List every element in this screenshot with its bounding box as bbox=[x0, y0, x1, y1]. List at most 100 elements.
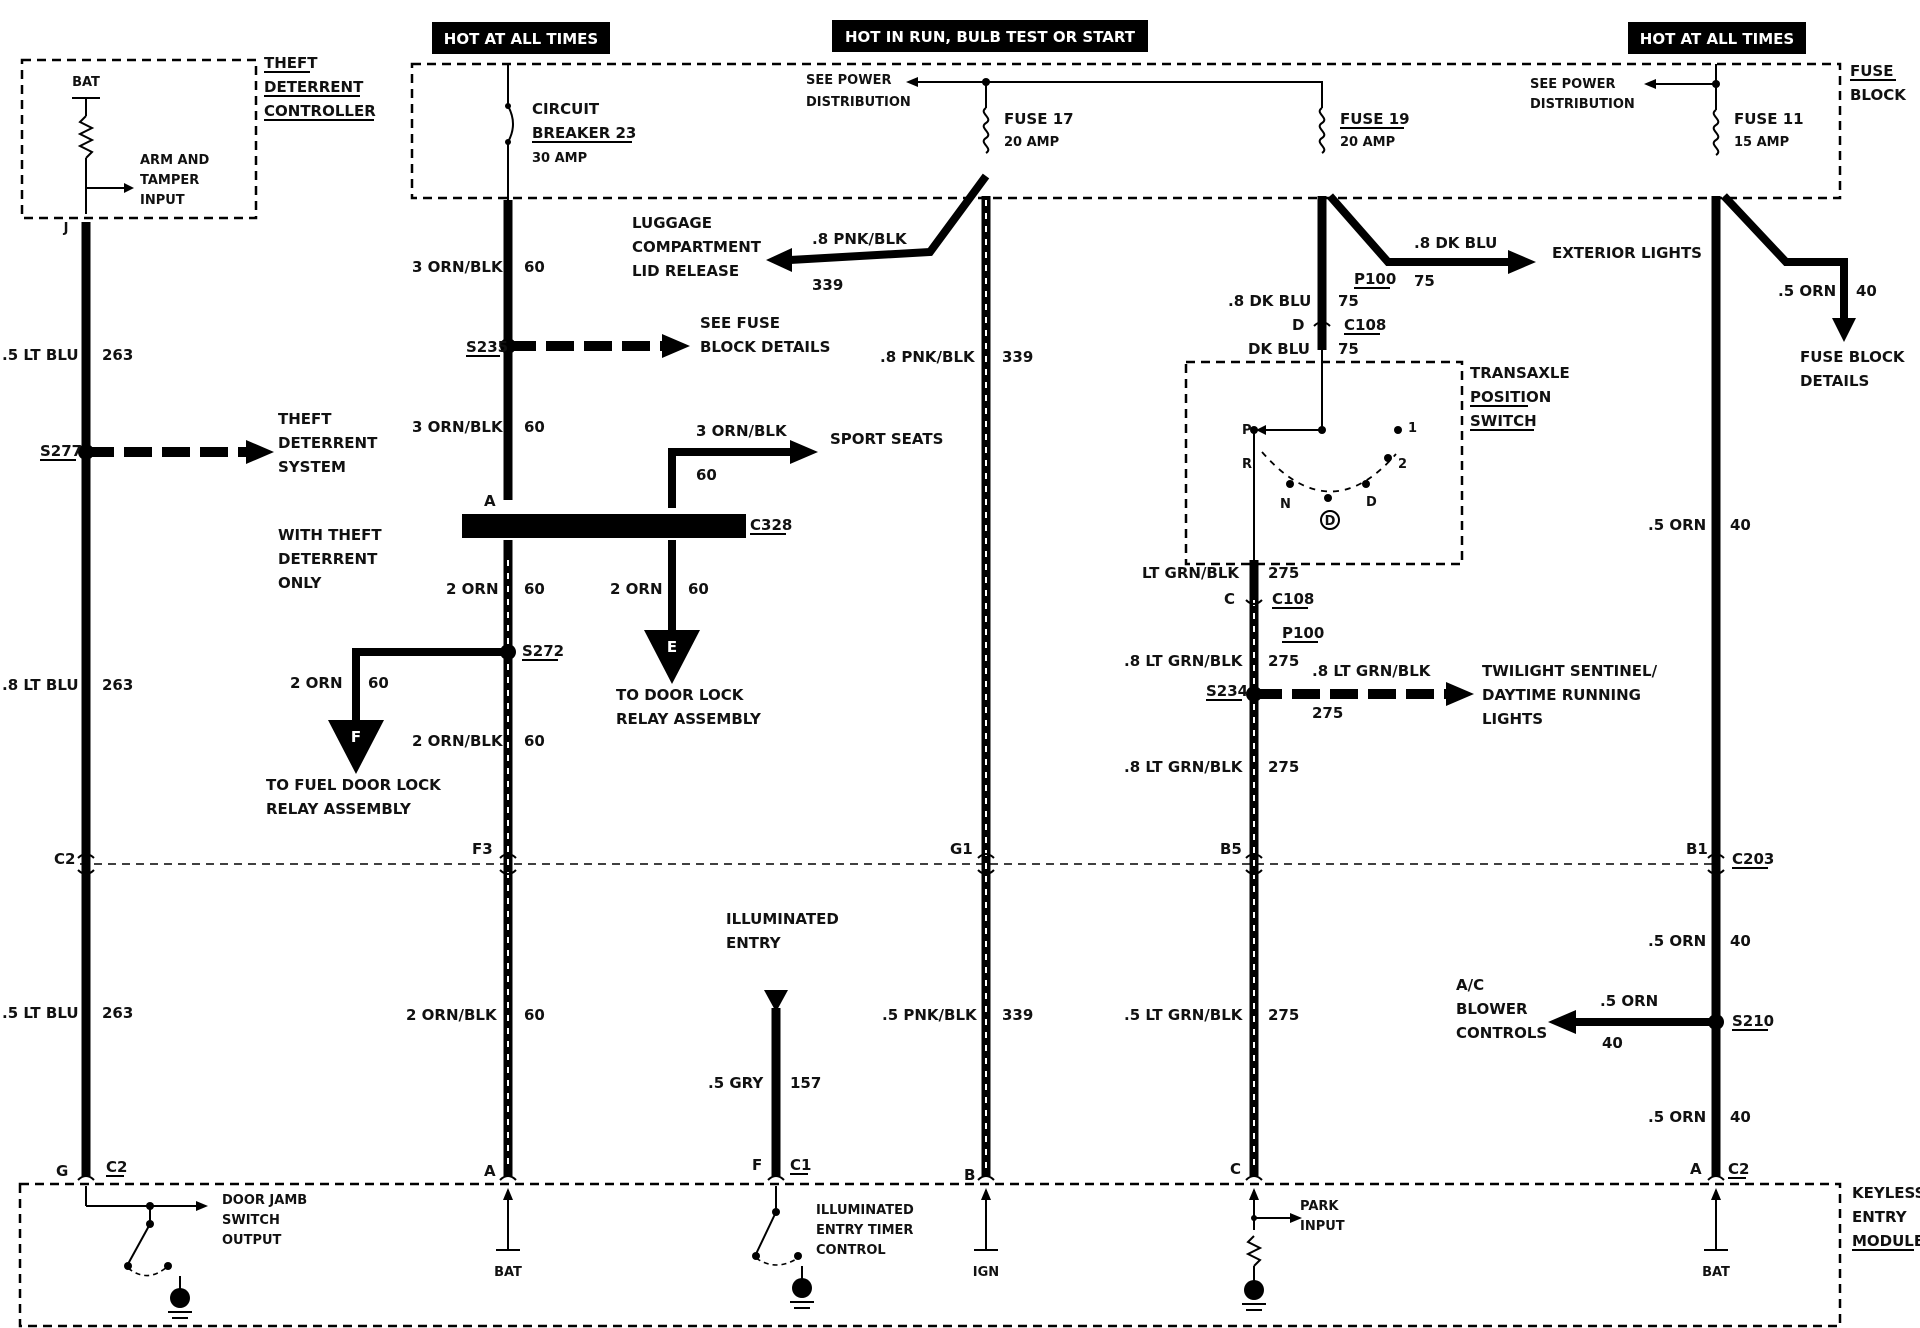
svg-text:263: 263 bbox=[102, 346, 133, 364]
svg-text:.5 GRY: .5 GRY bbox=[708, 1074, 764, 1092]
luggage-release-label: LUGGAGE COMPARTMENT LID RELEASE bbox=[632, 214, 762, 280]
svg-text:BREAKER 23: BREAKER 23 bbox=[532, 124, 636, 142]
svg-text:KEYLESS: KEYLESS bbox=[1852, 1184, 1920, 1202]
svg-text:CONTROL: CONTROL bbox=[816, 1243, 886, 1258]
hot-header-right: HOT AT ALL TIMES bbox=[1628, 22, 1806, 54]
svg-text:BAT: BAT bbox=[494, 1265, 522, 1280]
svg-text:.8 DK BLU: .8 DK BLU bbox=[1414, 234, 1497, 252]
svg-text:HOT IN RUN, BULB TEST OR START: HOT IN RUN, BULB TEST OR START bbox=[845, 28, 1136, 46]
svg-text:FUSE 19: FUSE 19 bbox=[1340, 110, 1410, 128]
svg-text:.5 ORN: .5 ORN bbox=[1648, 516, 1706, 534]
fuel-door-branch bbox=[352, 648, 508, 720]
illuminated-entry-label: ILLUMINATED ENTRY bbox=[726, 910, 839, 952]
svg-text:LUGGAGE: LUGGAGE bbox=[632, 214, 712, 232]
svg-text:P100: P100 bbox=[1354, 270, 1396, 288]
svg-text:INPUT: INPUT bbox=[1300, 1219, 1345, 1234]
svg-text:G1: G1 bbox=[950, 840, 973, 858]
luggage-branch bbox=[789, 173, 990, 264]
svg-text:C2: C2 bbox=[1728, 1160, 1749, 1178]
svg-text:.5 PNK/BLK: .5 PNK/BLK bbox=[882, 1006, 978, 1024]
svg-text:HOT AT ALL TIMES: HOT AT ALL TIMES bbox=[1640, 30, 1794, 48]
svg-text:INPUT: INPUT bbox=[140, 193, 185, 208]
svg-text:2 ORN: 2 ORN bbox=[290, 674, 343, 692]
svg-text:DETERRENT: DETERRENT bbox=[278, 434, 378, 452]
svg-text:THEFT: THEFT bbox=[264, 54, 318, 72]
arrow-e bbox=[644, 630, 700, 684]
svg-text:BLOWER: BLOWER bbox=[1456, 1000, 1528, 1018]
svg-text:1: 1 bbox=[1408, 421, 1417, 436]
svg-text:C2: C2 bbox=[106, 1158, 127, 1176]
svg-text:WITH THEFT: WITH THEFT bbox=[278, 526, 382, 544]
module-inputs: DOOR JAMB SWITCH OUTPUT BAT ILLUMINATED … bbox=[85, 1186, 1730, 1319]
exterior-lights-branch bbox=[1326, 193, 1510, 266]
svg-text:75: 75 bbox=[1338, 340, 1359, 358]
svg-text:75: 75 bbox=[1414, 272, 1435, 290]
svg-text:ILLUMINATED: ILLUMINATED bbox=[816, 1203, 914, 1218]
svg-text:LT GRN/BLK: LT GRN/BLK bbox=[1142, 564, 1240, 582]
keyless-entry-module-box bbox=[18, 1182, 1842, 1328]
svg-text:S234: S234 bbox=[1206, 682, 1248, 700]
transaxle-switch-box bbox=[1184, 360, 1464, 566]
circuit-breaker-23: CIRCUIT BREAKER 23 30 AMP bbox=[505, 64, 636, 200]
svg-text:SEE POWER: SEE POWER bbox=[806, 73, 891, 88]
svg-text:DK BLU: DK BLU bbox=[1248, 340, 1310, 358]
transaxle-switch-contacts: P R N D D 2 1 bbox=[1242, 421, 1417, 530]
svg-text:263: 263 bbox=[102, 1004, 133, 1022]
svg-text:.5 ORN: .5 ORN bbox=[1648, 1108, 1706, 1126]
theft-controller-box bbox=[20, 58, 258, 220]
svg-text:40: 40 bbox=[1730, 932, 1751, 950]
c328-connector bbox=[462, 514, 746, 538]
svg-text:339: 339 bbox=[1002, 1006, 1033, 1024]
svg-text:.5 LT BLU: .5 LT BLU bbox=[2, 1004, 79, 1022]
svg-text:BAT: BAT bbox=[72, 75, 100, 90]
svg-text:RELAY ASSEMBLY: RELAY ASSEMBLY bbox=[616, 710, 762, 728]
svg-text:DOOR JAMB: DOOR JAMB bbox=[222, 1193, 307, 1208]
see-power-distribution-2: SEE POWER DISTRIBUTION bbox=[1530, 77, 1635, 112]
transaxle-position-switch-label: TRANSAXLE POSITION SWITCH bbox=[1470, 364, 1570, 431]
svg-text:.8 LT BLU: .8 LT BLU bbox=[2, 676, 79, 694]
keyless-entry-module-label: KEYLESS ENTRY MODULE bbox=[1852, 1184, 1920, 1251]
svg-text:ENTRY: ENTRY bbox=[1852, 1208, 1908, 1226]
svg-text:40: 40 bbox=[1730, 1108, 1751, 1126]
c108-top-mark bbox=[1313, 321, 1331, 327]
svg-text:DETERRENT: DETERRENT bbox=[264, 78, 364, 96]
svg-text:SEE POWER: SEE POWER bbox=[1530, 77, 1615, 92]
svg-text:40: 40 bbox=[1856, 282, 1877, 300]
svg-text:B5: B5 bbox=[1220, 840, 1242, 858]
theft-deterrent-controller-label: THEFT DETERRENT CONTROLLER bbox=[264, 54, 376, 121]
svg-text:POSITION: POSITION bbox=[1470, 388, 1551, 406]
svg-text:C: C bbox=[1230, 1160, 1241, 1178]
wire-339-labels: .8 PNK/BLK 339 .8 PNK/BLK 339 .5 PNK/BLK… bbox=[812, 230, 1033, 1024]
fuse-block-label: FUSE BLOCK bbox=[1850, 62, 1907, 104]
svg-text:339: 339 bbox=[812, 276, 843, 294]
svg-text:DETAILS: DETAILS bbox=[1800, 372, 1869, 390]
svg-text:.5 ORN: .5 ORN bbox=[1778, 282, 1836, 300]
svg-text:.5 ORN: .5 ORN bbox=[1648, 932, 1706, 950]
svg-text:275: 275 bbox=[1268, 652, 1299, 670]
svg-text:E: E bbox=[667, 638, 677, 656]
svg-text:RELAY ASSEMBLY: RELAY ASSEMBLY bbox=[266, 800, 412, 818]
c203-crossings bbox=[77, 853, 1725, 875]
svg-text:C203: C203 bbox=[1732, 850, 1774, 868]
svg-text:FUSE: FUSE bbox=[1850, 62, 1893, 80]
see-power-distribution-1: SEE POWER DISTRIBUTION bbox=[806, 73, 911, 110]
svg-text:.5 LT GRN/BLK: .5 LT GRN/BLK bbox=[1124, 1006, 1244, 1024]
svg-text:A: A bbox=[1690, 1160, 1702, 1178]
svg-text:D: D bbox=[1325, 514, 1336, 529]
svg-text:3 ORN/BLK: 3 ORN/BLK bbox=[412, 418, 504, 436]
svg-text:FUSE 11: FUSE 11 bbox=[1734, 110, 1804, 128]
svg-text:P: P bbox=[1242, 423, 1252, 438]
fuse-block-box bbox=[410, 62, 1842, 200]
svg-text:ENTRY TIMER: ENTRY TIMER bbox=[816, 1223, 913, 1238]
svg-text:S277: S277 bbox=[40, 442, 82, 460]
controller-bat-input: BAT ARM AND TAMPER INPUT J bbox=[63, 75, 210, 236]
sport-seats-branch bbox=[668, 448, 790, 508]
module-pin-labels: G C2 A F C1 B C A C2 bbox=[56, 1156, 1749, 1184]
svg-text:60: 60 bbox=[524, 418, 545, 436]
svg-text:60: 60 bbox=[524, 258, 545, 276]
svg-text:15 AMP: 15 AMP bbox=[1734, 135, 1789, 150]
wire-275-labels: LT GRN/BLK 275 .8 LT GRN/BLK 275 .8 LT G… bbox=[1124, 564, 1432, 1024]
svg-text:THEFT: THEFT bbox=[278, 410, 332, 428]
svg-text:R: R bbox=[1242, 457, 1252, 472]
